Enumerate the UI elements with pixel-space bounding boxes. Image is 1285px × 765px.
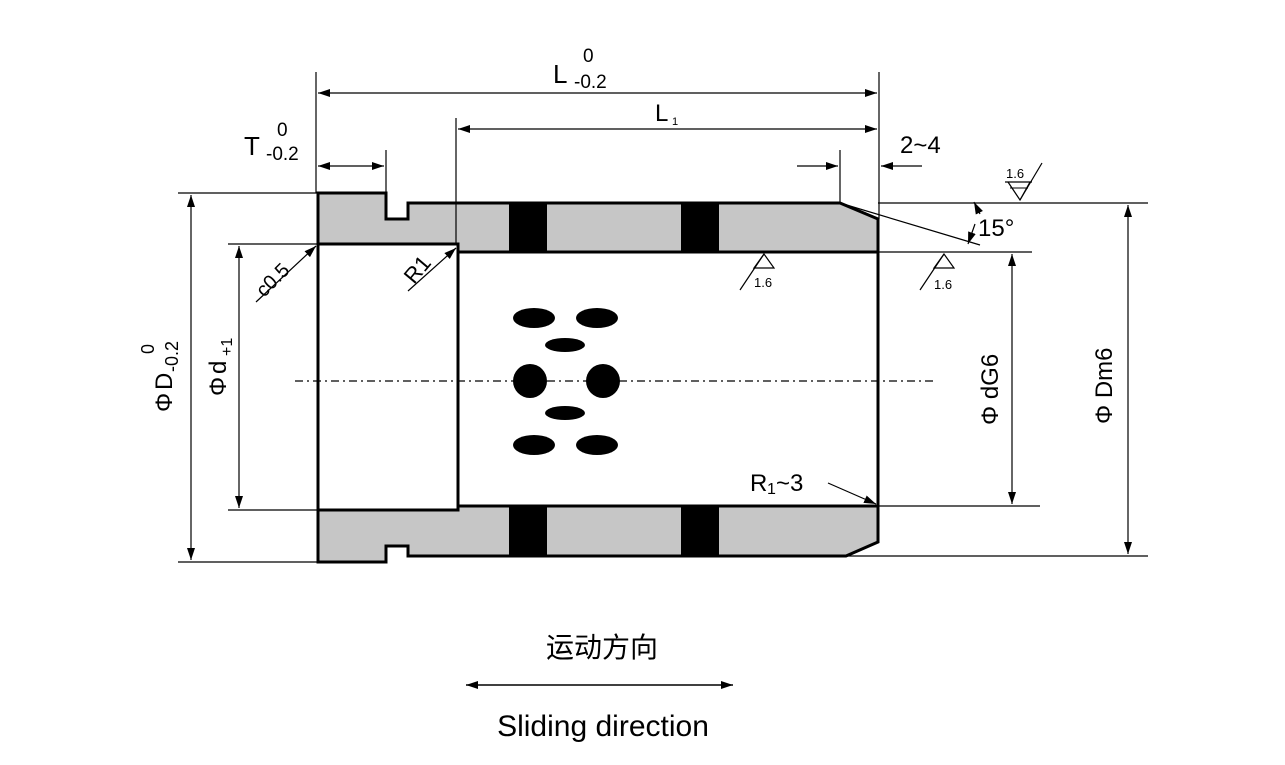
- svg-text:-0.2: -0.2: [574, 72, 607, 93]
- svg-text:1: 1: [672, 116, 678, 128]
- svg-text:1: 1: [767, 481, 776, 498]
- roughness-symbol-inner-b: 1.6: [919, 252, 956, 292]
- extension-lines: [178, 72, 1148, 563]
- roughness-top-value: 1.6: [1006, 166, 1024, 181]
- svg-text:+1: +1: [219, 338, 236, 356]
- roughness-inner-b-value: 1.6: [934, 277, 952, 292]
- svg-text:d: d: [205, 361, 232, 374]
- label-bore-d: Φ d +1: [205, 338, 236, 396]
- leader-c05: [255, 245, 317, 303]
- dim-angle-arc-upper: [973, 201, 983, 215]
- svg-text:R: R: [750, 470, 767, 497]
- svg-text:0: 0: [138, 344, 158, 354]
- leader-R13: [827, 482, 877, 505]
- label-R13: R 1 ~3: [750, 470, 803, 498]
- band-lower-right: [681, 506, 719, 556]
- svg-text:Φ: Φ: [151, 393, 178, 412]
- upper-wall-section: [316, 191, 880, 254]
- svg-text:0: 0: [583, 46, 594, 67]
- caption-english: Sliding direction: [497, 710, 709, 743]
- roughness-inner-a-value: 1.6: [754, 275, 772, 290]
- lower-wall-section: [316, 504, 880, 564]
- bore-outline: [316, 244, 880, 510]
- label-c05: c0.5: [252, 259, 294, 301]
- dimension-lines: [187, 89, 1132, 560]
- label-T: T 0 -0.2: [244, 120, 299, 165]
- svg-text:L: L: [553, 59, 567, 89]
- leader-R1: [407, 247, 457, 292]
- roughness-symbol-inner-a: 1.6: [739, 252, 776, 291]
- svg-text:D: D: [151, 373, 178, 390]
- label-outer-D: Φ D 0 -0.2: [138, 341, 182, 412]
- band-lower-left: [509, 506, 547, 556]
- label-angle: 15°: [978, 215, 1014, 242]
- svg-text:~3: ~3: [776, 470, 803, 497]
- svg-text:-0.2: -0.2: [266, 144, 299, 165]
- svg-text:R1: R1: [399, 251, 436, 289]
- roughness-symbol-top: 1.6: [1005, 162, 1043, 202]
- svg-text:Φ: Φ: [205, 377, 232, 396]
- svg-text:0: 0: [277, 120, 288, 141]
- label-L: L 0 -0.2: [553, 46, 607, 93]
- label-dG6: Φ dG6: [977, 354, 1004, 425]
- label-chamfer-length: 2~4: [900, 132, 941, 159]
- svg-text:Φ Dm6: Φ Dm6: [1091, 348, 1118, 425]
- band-upper-left: [509, 203, 547, 252]
- svg-text:-0.2: -0.2: [162, 341, 182, 372]
- svg-text:Φ dG6: Φ dG6: [977, 354, 1004, 425]
- caption-chinese: 运动方向: [546, 631, 658, 664]
- svg-text:T: T: [244, 131, 260, 161]
- svg-text:L: L: [655, 100, 668, 127]
- label-R1: R1: [399, 251, 436, 289]
- band-upper-right: [681, 203, 719, 252]
- label-L1: L 1: [655, 100, 678, 128]
- label-Dm6: Φ Dm6: [1091, 348, 1118, 425]
- dim-angle-arc-lower: [967, 223, 976, 245]
- svg-text:c0.5: c0.5: [252, 259, 294, 301]
- graphite-plugs: [513, 308, 620, 455]
